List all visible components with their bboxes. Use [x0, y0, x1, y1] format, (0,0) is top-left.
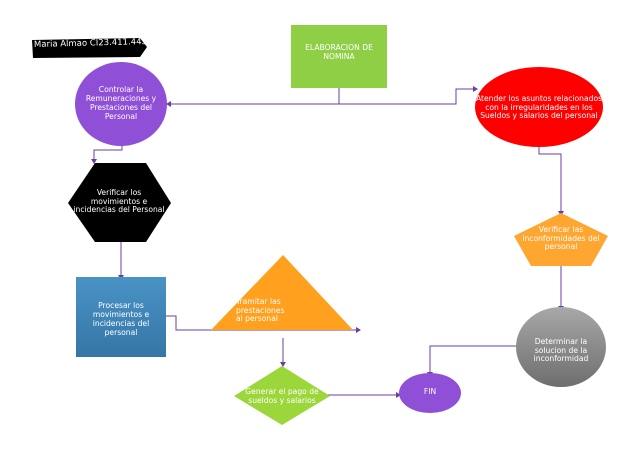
atender-circle	[475, 67, 603, 147]
arrowhead	[396, 392, 401, 398]
fin-ellipse	[399, 373, 461, 413]
arrowhead	[91, 159, 97, 164]
arrowhead	[280, 362, 286, 367]
connector-start-controlar	[171, 88, 340, 105]
verificar-inconformidades-pentagon	[514, 213, 608, 266]
determinar-node-label: Determinar la solucion de la inconformid…	[533, 336, 589, 364]
verificar-movimientos-node-label: Verificar los movimientos e incidencias …	[73, 187, 165, 215]
connector-atender-verificar	[538, 146, 562, 211]
generar-node-label: Generar el pago de sueldos y salarios	[245, 387, 319, 405]
verificar-movimientos-hexagon	[68, 163, 171, 242]
determinar-circle	[516, 307, 606, 387]
controlar-circle	[75, 62, 167, 146]
connector-start-atender	[339, 88, 473, 105]
author-tag-shape	[32, 38, 147, 58]
connector-controlar-verificar	[93, 145, 123, 159]
arrowhead	[473, 86, 478, 92]
tramitar-triangle	[211, 255, 353, 330]
procesar-node-label: Procesar los movimientos e incidencias d…	[92, 301, 150, 337]
atender-node-label: Atender los asuntos relacionados con la …	[475, 93, 603, 121]
start-node-label: ELABORACION DE NOMINA	[305, 43, 373, 61]
arrowhead	[166, 101, 171, 107]
controlar-node-label: Controlar la Remuneraciones y Prestacion…	[85, 85, 157, 121]
procesar-rectangle	[76, 277, 166, 357]
arrowhead	[356, 327, 361, 333]
tramitar-node-label: Tramitar las prestaciones al personal	[236, 296, 285, 324]
generar-diamond	[234, 366, 330, 425]
connector-determinar-fin	[429, 345, 520, 372]
start-rectangle	[291, 25, 387, 88]
fin-node-label: FIN	[423, 386, 437, 396]
verificar-inconformidades-node-label: Verificar las inconformidades del person…	[522, 224, 600, 252]
